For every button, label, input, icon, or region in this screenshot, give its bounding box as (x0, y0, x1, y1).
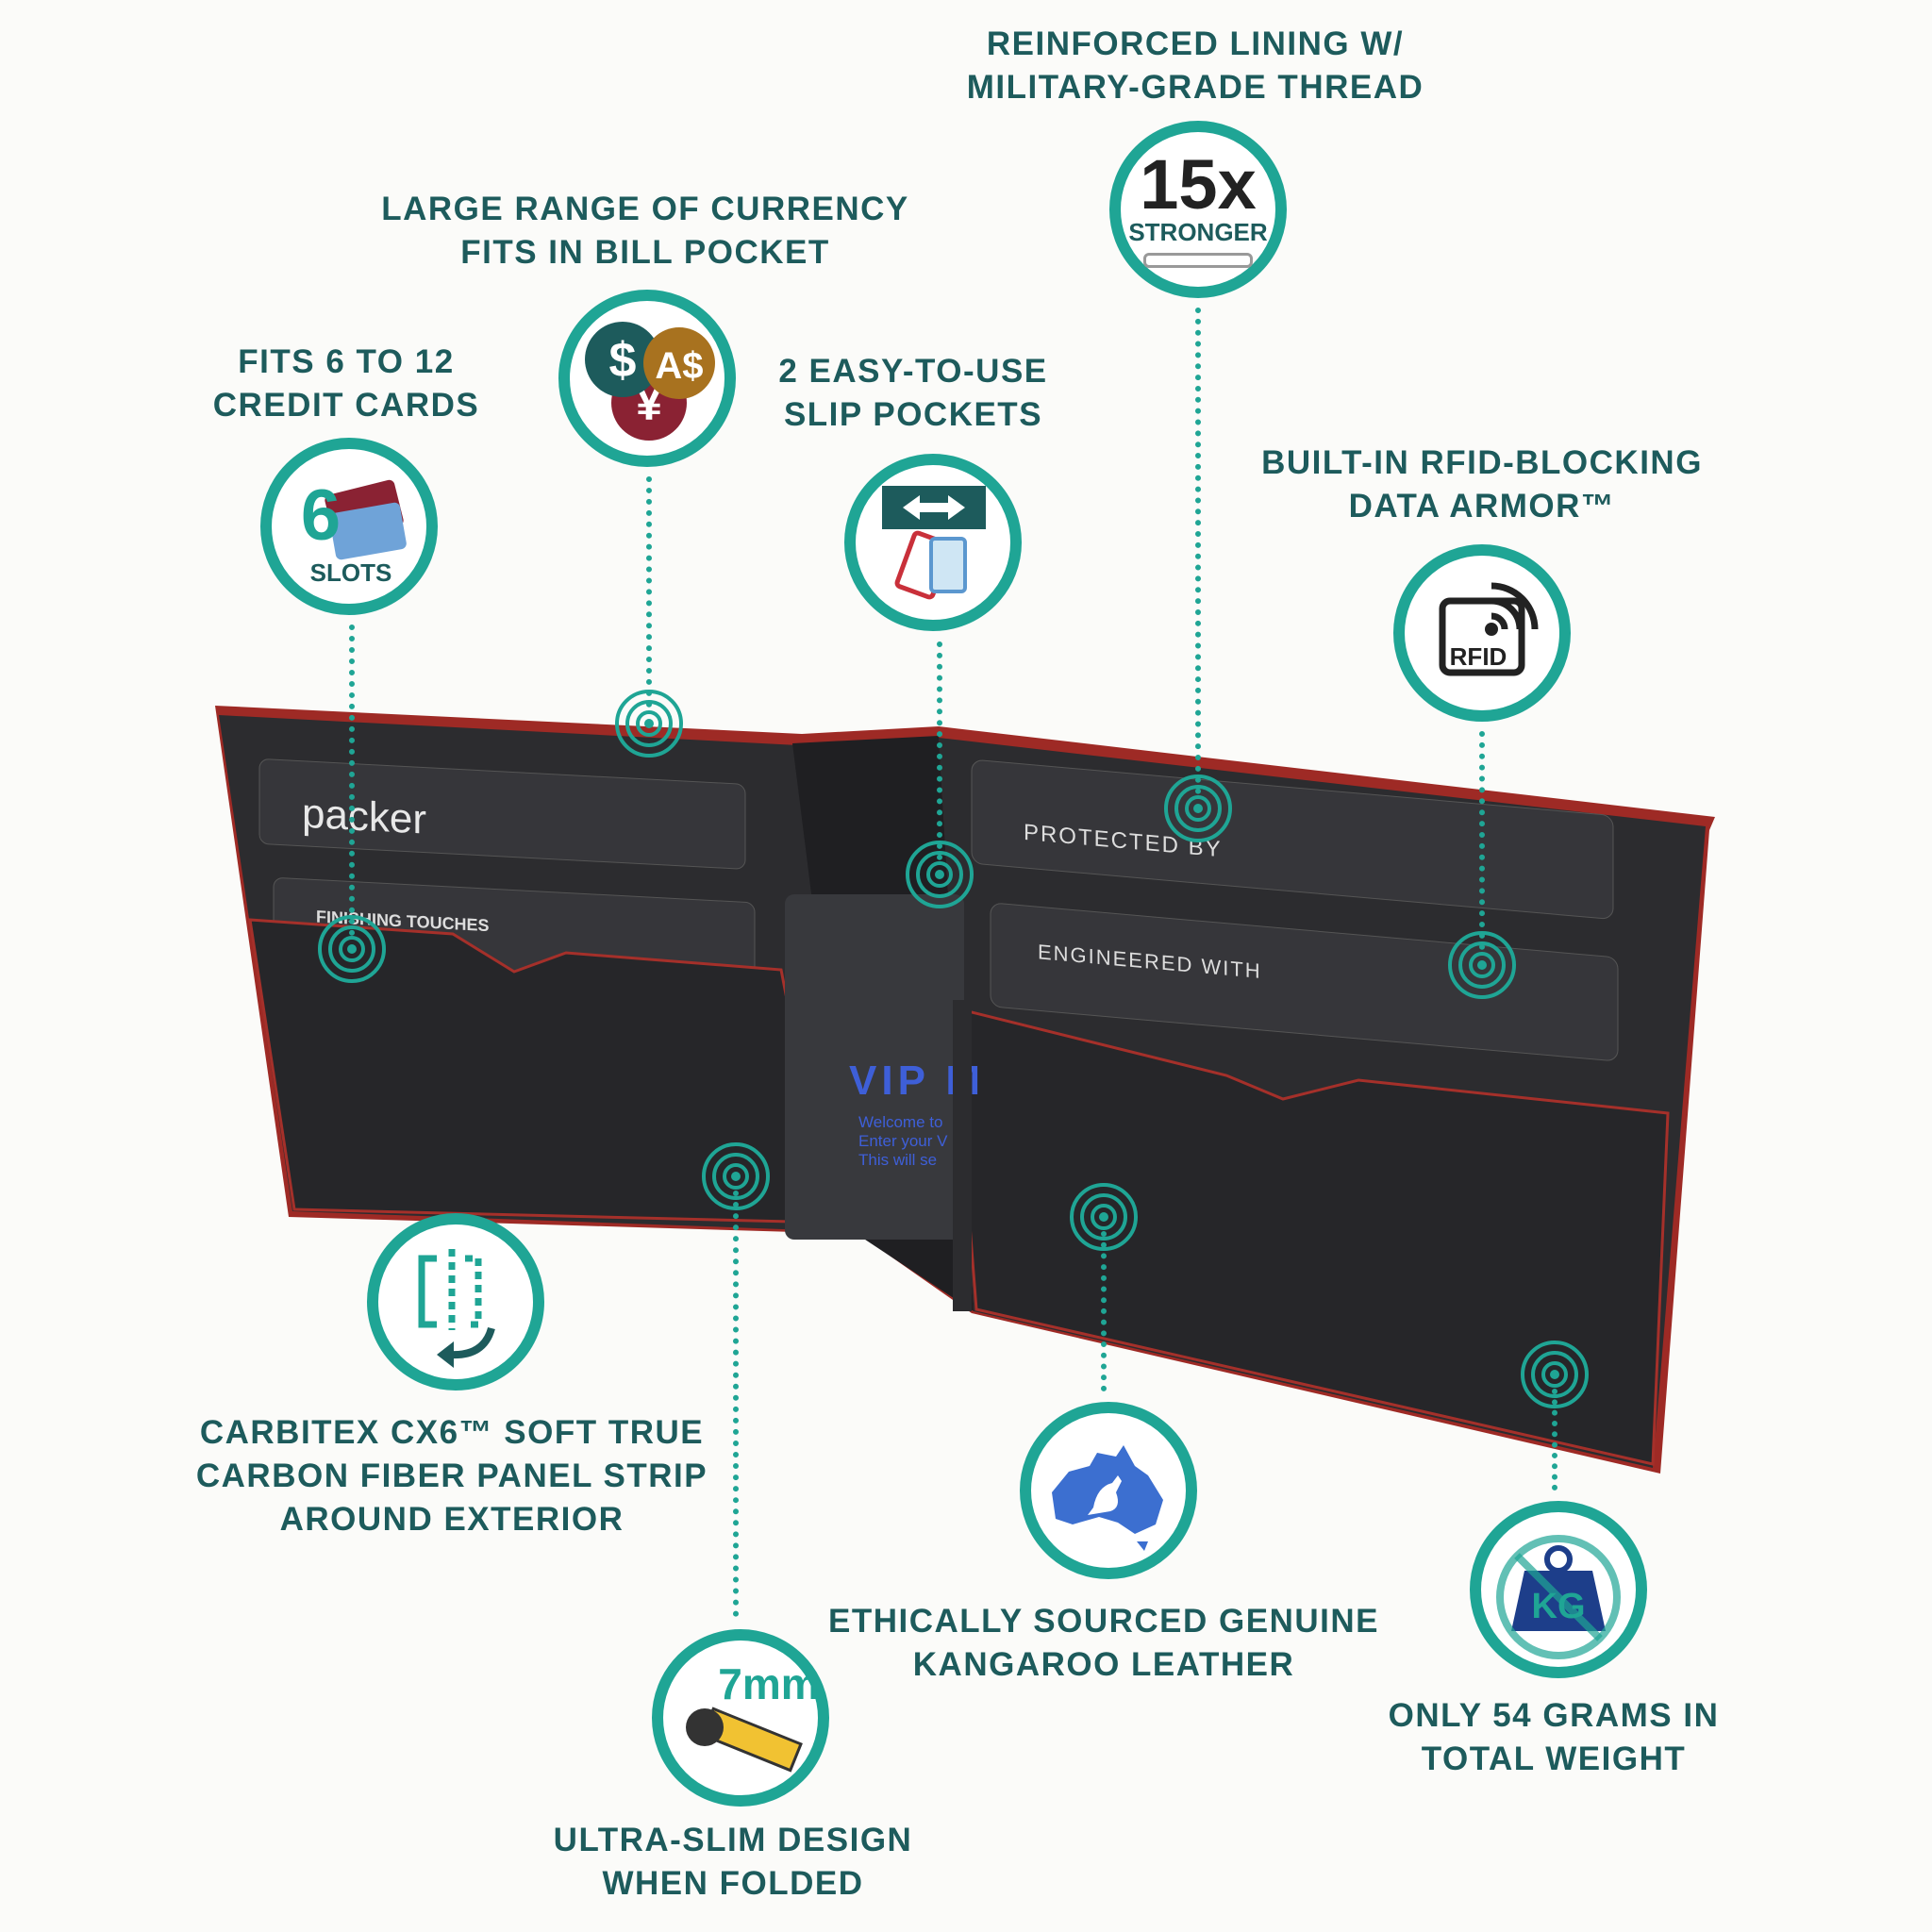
label-line: TOTAL WEIGHT (1421, 1740, 1687, 1777)
slip-pocket-icon (844, 454, 1022, 631)
label-cards: FITS 6 TO 12 CREDIT CARDS (213, 341, 479, 427)
label-currency: LARGE RANGE OF CURRENCY FITS IN BILL POCK… (381, 188, 909, 275)
target-marker-icon (1164, 774, 1232, 842)
target-marker-icon (1448, 931, 1516, 999)
thickness-text: 7mm (718, 1659, 818, 1708)
label-line: FITS IN BILL POCKET (460, 234, 830, 271)
credit-card-slots-icon: 6 SLOTS (260, 438, 438, 615)
label-reinforced: REINFORCED LINING W/MILITARY-GRADE THREA… (967, 23, 1424, 109)
label-line: REINFORCED LINING W/ (986, 25, 1405, 62)
target-marker-icon (1070, 1183, 1138, 1251)
label-line: CARBON FIBER PANEL STRIP (195, 1457, 708, 1494)
coins-icon: ¥ $ A$ (585, 322, 715, 441)
label-line: ETHICALLY SOURCED GENUINE (828, 1603, 1379, 1640)
vip-line: Welcome to (858, 1113, 942, 1131)
vip-line: Enter your V (858, 1132, 948, 1150)
label-line: WHEN FOLDED (602, 1865, 864, 1902)
chain-icon (1143, 252, 1253, 268)
australia-map-icon (1052, 1445, 1163, 1551)
label-line: MILITARY-GRADE THREAD (966, 69, 1424, 106)
label-slim: ULTRA-SLIM DESIGN WHEN FOLDED (554, 1819, 913, 1906)
connector-kangaroo (1101, 1231, 1107, 1391)
chain-strength-icon: 15x STRONGER (1109, 121, 1287, 298)
vip-line: This will se (858, 1151, 937, 1169)
kg-weight-icon: KG (1496, 1535, 1621, 1659)
label-line: 2 EASY-TO-USE (778, 353, 1048, 390)
slots-text: SLOTS (310, 558, 392, 587)
label-line: ULTRA-SLIM DESIGN (553, 1822, 913, 1858)
ruler-icon: 7mm (686, 1659, 818, 1773)
connector-weight (1552, 1389, 1557, 1491)
card-packer (258, 758, 746, 870)
right-pocket (951, 1006, 1670, 1466)
label-weight: ONLY 54 GRAMS IN TOTAL WEIGHT (1389, 1694, 1720, 1781)
cards-icon: 6 SLOTS (301, 475, 407, 587)
carbon-strip-icon (418, 1249, 495, 1368)
label-rfid: BUILT-IN RFID-BLOCKING DATA ARMOR™ (1261, 441, 1703, 528)
label-line: LARGE RANGE OF CURRENCY (381, 191, 909, 227)
vip-card (785, 894, 964, 1240)
label-line: CREDIT CARDS (212, 387, 480, 424)
currency-coins-icon: ¥ $ A$ (558, 290, 736, 467)
target-marker-icon (1521, 1341, 1589, 1408)
left-pocket (248, 918, 832, 1224)
label-line: AROUND EXTERIOR (279, 1501, 625, 1538)
card-packer-text: packer (302, 791, 426, 843)
connector-cards (349, 625, 355, 936)
label-kangaroo: ETHICALLY SOURCED GENUINE KANGAROO LEATHE… (828, 1600, 1379, 1687)
target-marker-icon (702, 1142, 770, 1210)
pocket-arrows-icon (882, 486, 986, 600)
label-line: SLIP POCKETS (783, 396, 1043, 433)
label-carbitex: CARBITEX CX6™ SOFT TRUE CARBON FIBER PANE… (196, 1411, 708, 1541)
rfid-signal-icon: RFID (1439, 582, 1539, 676)
label-line: ONLY 54 GRAMS IN (1388, 1697, 1720, 1734)
connector-slip (937, 641, 942, 860)
connector-reinforced (1195, 308, 1201, 794)
connector-slim (733, 1191, 739, 1617)
australia-kangaroo-icon (1020, 1402, 1197, 1579)
label-line: DATA ARMOR™ (1348, 488, 1616, 525)
coin-dollar: $ (609, 333, 637, 388)
card-protected (971, 759, 1614, 920)
weight-icon: KG (1470, 1501, 1647, 1678)
target-marker-icon (615, 690, 683, 758)
card-engineered (990, 903, 1619, 1061)
label-line: CARBITEX CX6™ SOFT TRUE (199, 1414, 705, 1451)
strength-number: 15x (1140, 144, 1257, 224)
connector-currency (646, 476, 652, 708)
right-flap-cover (953, 1000, 972, 1311)
slots-number: 6 (301, 475, 341, 556)
coin-aud: A$ (655, 345, 703, 387)
rfid-icon: RFID (1393, 544, 1571, 722)
strength-text: STRONGER (1128, 217, 1268, 246)
target-marker-icon (318, 915, 386, 983)
target-marker-icon (906, 841, 974, 908)
label-line: BUILT-IN RFID-BLOCKING (1261, 444, 1703, 481)
label-slip: 2 EASY-TO-USE SLIP POCKETS (778, 350, 1047, 437)
connector-rfid (1479, 731, 1485, 950)
flex-panel-icon (367, 1213, 544, 1391)
rfid-text: RFID (1450, 642, 1507, 671)
label-line: FITS 6 TO 12 (238, 343, 455, 380)
label-line: KANGAROO LEATHER (912, 1646, 1295, 1683)
tape-measure-icon: 7mm (652, 1629, 829, 1807)
